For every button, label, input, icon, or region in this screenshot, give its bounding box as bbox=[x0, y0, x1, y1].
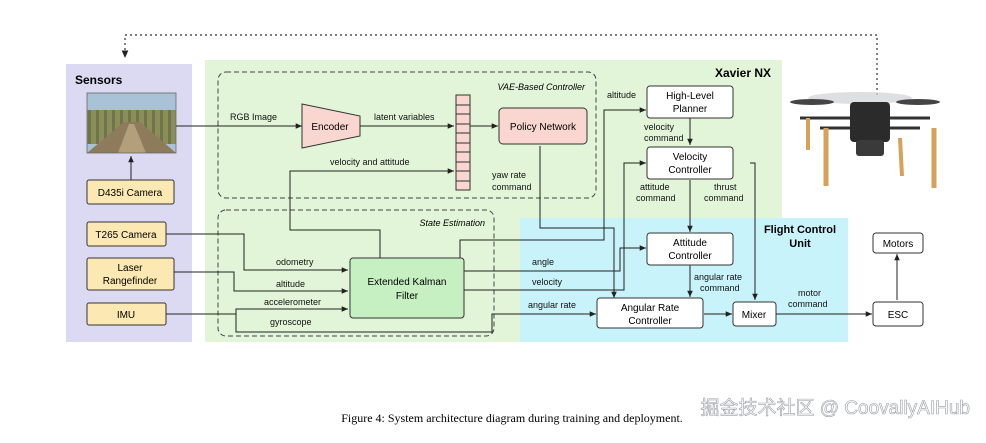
latent-vector-stack bbox=[455, 94, 471, 191]
edge-yaw-rate bbox=[539, 146, 617, 298]
node-mixer-label: Mixer bbox=[742, 310, 767, 321]
node-ekf-label-2: Filter bbox=[396, 291, 419, 302]
label-altitude-ekf: altitude bbox=[276, 279, 305, 289]
label-arcmd-1: angular rate bbox=[694, 272, 742, 282]
label-gyroscope: gyroscope bbox=[270, 317, 312, 327]
node-laser-label-2: Rangefinder bbox=[103, 276, 158, 287]
fcu-title-line2: Unit bbox=[789, 238, 811, 250]
node-imu-label: IMU bbox=[117, 310, 135, 321]
edge-gyroscope bbox=[235, 311, 596, 333]
edge-accelerometer bbox=[166, 306, 348, 315]
node-rate-label-2: Controller bbox=[628, 316, 672, 327]
label-altitude-planner: altitude bbox=[607, 90, 636, 100]
drone-image bbox=[790, 92, 940, 188]
vae-title: VAE-Based Controller bbox=[497, 82, 586, 92]
edges bbox=[128, 107, 900, 333]
label-velcmd-1: velocity bbox=[644, 122, 675, 132]
label-velcmd-2: command bbox=[644, 133, 684, 143]
node-attitude-label-2: Controller bbox=[668, 251, 712, 262]
node-planner-label-2: Planner bbox=[673, 104, 708, 115]
watermark: 掘金技术社区 @ CoovallyAIHub bbox=[700, 397, 970, 419]
node-angular-rate-controller: Angular Rate Controller bbox=[596, 297, 704, 329]
node-velocity-label-2: Controller bbox=[668, 165, 712, 176]
label-vel-att: velocity and attitude bbox=[330, 157, 410, 167]
node-t265: T265 Camera bbox=[86, 221, 167, 247]
label-rgb-image: RGB Image bbox=[230, 112, 277, 122]
label-motorcmd-2: command bbox=[788, 299, 828, 309]
node-rate-label-1: Angular Rate bbox=[621, 303, 680, 314]
label-angle: angle bbox=[532, 257, 554, 267]
node-policy-network: Policy Network bbox=[498, 107, 588, 145]
drone-feedback-path bbox=[121, 34, 878, 95]
vae-controller-region bbox=[217, 71, 597, 199]
xavier-title: Xavier NX bbox=[715, 66, 771, 80]
node-esc: ESC bbox=[872, 301, 924, 327]
label-latent: latent variables bbox=[374, 112, 435, 122]
camera-image bbox=[86, 92, 177, 154]
edge-thrust-command bbox=[750, 162, 758, 300]
label-accelerometer: accelerometer bbox=[264, 297, 321, 307]
node-t265-label: T265 Camera bbox=[95, 230, 157, 241]
edge-vel-att bbox=[289, 168, 454, 258]
node-motors: Motors bbox=[872, 232, 924, 254]
label-angular-rate: angular rate bbox=[528, 300, 576, 310]
node-ekf: Extended Kalman Filter bbox=[349, 257, 465, 319]
label-yaw-1: yaw rate bbox=[492, 170, 526, 180]
label-attcmd-2: command bbox=[636, 193, 676, 203]
sensors-title: Sensors bbox=[75, 73, 123, 87]
label-odometry: odometry bbox=[276, 257, 314, 267]
figure-caption: Figure 4: System architecture diagram du… bbox=[341, 411, 683, 425]
fcu-title-line1: Flight Control bbox=[764, 224, 836, 236]
edge-odometry bbox=[166, 233, 348, 273]
node-velocity-controller: Velocity Controller bbox=[646, 146, 734, 180]
label-velocity: velocity bbox=[532, 277, 563, 287]
node-imu: IMU bbox=[86, 302, 167, 326]
edge-angle bbox=[464, 245, 646, 272]
node-laser-label-1: Laser bbox=[117, 263, 143, 274]
edge-velocity bbox=[464, 160, 646, 291]
node-laser: Laser Rangefinder bbox=[86, 257, 175, 291]
label-motorcmd-1: motor bbox=[798, 288, 821, 298]
node-d435i-label: D435i Camera bbox=[98, 188, 163, 199]
label-arcmd-2: command bbox=[700, 283, 740, 293]
label-attcmd-1: attitude bbox=[640, 182, 670, 192]
node-ekf-label-1: Extended Kalman bbox=[368, 277, 447, 288]
edge-altitude-ekf bbox=[174, 271, 348, 294]
node-esc-label: ESC bbox=[888, 310, 909, 321]
node-policy-label: Policy Network bbox=[510, 122, 577, 133]
node-encoder-label: Encoder bbox=[311, 122, 349, 133]
label-thrust-2: command bbox=[704, 193, 744, 203]
node-encoder: Encoder bbox=[301, 103, 361, 149]
node-mixer: Mixer bbox=[732, 301, 777, 327]
node-planner-label-1: High-Level bbox=[666, 91, 714, 102]
label-thrust-1: thrust bbox=[714, 182, 737, 192]
node-attitude-controller: Attitude Controller bbox=[646, 232, 734, 266]
node-attitude-label-1: Attitude bbox=[673, 238, 707, 249]
node-motors-label: Motors bbox=[883, 239, 914, 250]
node-velocity-label-1: Velocity bbox=[673, 152, 707, 163]
label-yaw-2: command bbox=[492, 182, 532, 192]
node-d435i: D435i Camera bbox=[86, 179, 175, 205]
edge-altitude-planner bbox=[459, 107, 646, 258]
state-estimation-region bbox=[217, 209, 495, 337]
node-planner: High-Level Planner bbox=[646, 85, 734, 119]
state-estimation-title: State Estimation bbox=[419, 218, 485, 228]
